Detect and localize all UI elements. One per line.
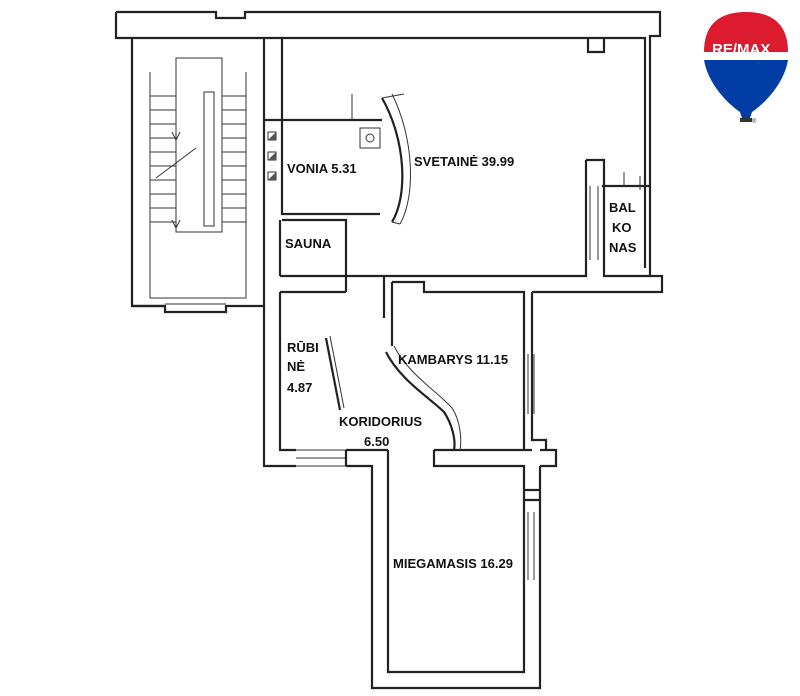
room-label-balkonas-1: BAL (609, 200, 636, 215)
remax-logo: RE/MAX ® (704, 12, 788, 125)
corridor-walls (262, 276, 558, 690)
room-label-koridorius-2: 6.50 (364, 434, 389, 449)
room-label-miegamasis: MIEGAMASIS 16.29 (393, 556, 513, 571)
room-label-rubine-1: RŪBI (287, 340, 319, 355)
room-label-koridorius-1: KORIDORIUS (339, 414, 422, 429)
room-label-rubine-3: 4.87 (287, 380, 312, 395)
room-label-sauna: SAUNA (285, 236, 332, 251)
room-label-vonia: VONIA 5.31 (287, 161, 357, 176)
bathroom-walls (264, 93, 411, 278)
outer-walls (114, 10, 664, 314)
remax-brand-text: RE/MAX (712, 41, 770, 58)
room-label-rubine-2: NĖ (287, 359, 305, 374)
remax-registered-mark: ® (752, 118, 757, 125)
room-label-svetaine: SVETAINĖ 39.99 (414, 154, 514, 169)
room-label-balkonas-2: KO (612, 220, 632, 235)
room-label-kambarys: KAMBARYS 11.15 (398, 352, 508, 367)
room-label-balkonas-3: NAS (609, 240, 637, 255)
